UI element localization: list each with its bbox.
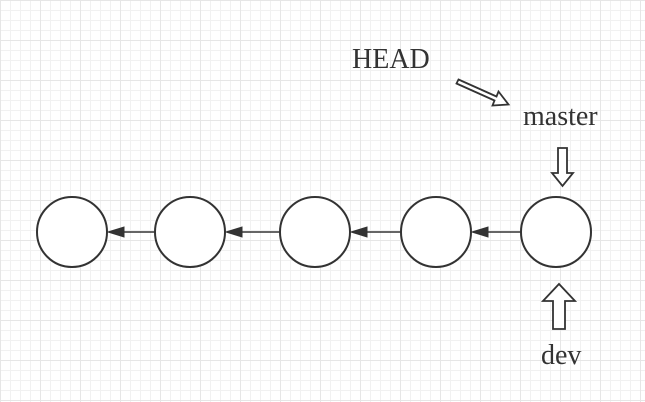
commit-node	[36, 196, 108, 268]
link-arrowhead	[470, 226, 489, 238]
link-arrowhead	[106, 226, 125, 238]
commit-links	[106, 226, 521, 238]
head-label: HEAD	[352, 44, 430, 75]
commit-node	[154, 196, 226, 268]
commit-node	[520, 196, 592, 268]
dev-pointer-arrow	[540, 282, 578, 330]
commit-node	[279, 196, 351, 268]
master-label: master	[523, 101, 598, 132]
link-arrowhead	[224, 226, 243, 238]
commit-nodes	[36, 196, 592, 268]
link-arrowhead	[349, 226, 368, 238]
commit-node	[400, 196, 472, 268]
master-pointer-arrow	[550, 147, 575, 188]
dev-label: dev	[541, 340, 581, 371]
head-pointer-arrow	[455, 78, 511, 107]
